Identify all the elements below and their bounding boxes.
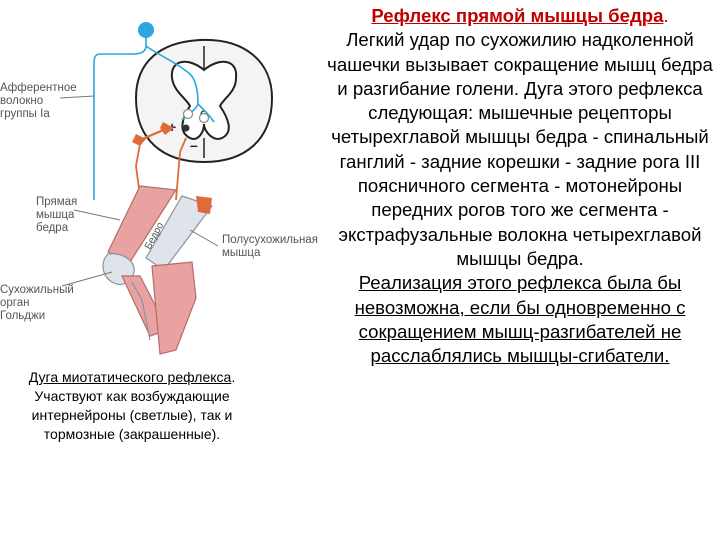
spinal-cord bbox=[134, 38, 274, 164]
reflex-note: Реализация этого рефлекса была бы невозм… bbox=[354, 272, 686, 367]
caption-link[interactable]: Дуга миотатического рефлекса bbox=[28, 369, 232, 385]
figure-caption: Дуга миотатического рефлекса. Участвуют … bbox=[4, 368, 260, 444]
golgi-organ-label: Сухожильный орган Гольджи bbox=[0, 284, 74, 322]
rectus-femoris-label: Прямая мышца бедра bbox=[36, 196, 78, 234]
minus-sign: – bbox=[190, 137, 198, 153]
caption-text: . Участвуют как возбуждающие интернейрон… bbox=[31, 369, 236, 442]
afferent-fiber bbox=[93, 22, 215, 200]
pointer-lines bbox=[59, 95, 219, 287]
text-panel: Рефлекс прямой мышцы бедра. Легкий удар … bbox=[322, 4, 718, 368]
afferent-fiber-label: Афферентное волокно группы Ia bbox=[0, 82, 77, 120]
page-title: Рефлекс прямой мышцы бедра. bbox=[371, 5, 669, 26]
semitendinosus-label: Полусухожильная мышца bbox=[222, 234, 318, 259]
efferent-fibers bbox=[132, 122, 187, 201]
leg: Бедро bbox=[102, 185, 213, 355]
reflex-arc-diagram: + – Бедро bbox=[59, 22, 274, 355]
reflex-description: Легкий удар по сухожилию надколенной чаш… bbox=[327, 29, 713, 269]
